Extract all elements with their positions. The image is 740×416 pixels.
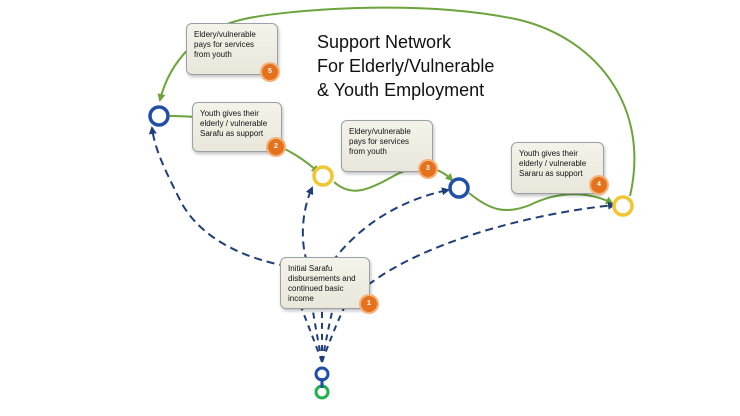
step-3-badge: 3 [420, 161, 436, 177]
step-3-box: Eldery/vulnerable pays for services from… [341, 120, 436, 177]
step-3-line-3: from youth [349, 147, 387, 156]
step-5-badge: 5 [262, 64, 278, 80]
support-arrow-step-4 [468, 192, 614, 212]
step-3-line-2: pays for services [349, 137, 410, 146]
step-3-line-1: Eldery/vulnerable [349, 127, 411, 136]
step-4-box: Youth gives their elderly / vulnerable S… [511, 142, 607, 194]
youth-node-1 [312, 165, 334, 187]
step-2-box: Youth gives their elderly / vulnerable S… [192, 102, 284, 155]
step-1-badge: 1 [361, 296, 377, 312]
step-5-box: Eldery/vulnerable pays for services from… [186, 23, 278, 80]
youth-node-2 [612, 195, 634, 217]
disbursement-arrow-to-elderly-2 [331, 187, 450, 263]
step-2-line-1: Youth gives their [200, 109, 259, 118]
title-line-2: For Elderly/Vulnerable [317, 56, 495, 76]
step-4-line-2: elderly / vulnerable [519, 159, 587, 168]
step-2-line-2: elderly / vulnerable [200, 119, 268, 128]
diagram-title: Support Network For Elderly/Vulnerable &… [317, 30, 577, 102]
step-5-line-1: Eldery/vulnerable [194, 30, 256, 39]
step-1-line-4: income [288, 294, 314, 303]
support-arrow-step-3 [333, 166, 454, 192]
step-1-line-2: disbursements and [288, 274, 356, 283]
step-4-line-3: Sararu as support [519, 169, 583, 178]
title-line-1: Support Network [317, 32, 452, 52]
elderly-node-2 [448, 177, 470, 199]
step-1-line-3: continued basic [288, 284, 344, 293]
step-4-line-1: Youth gives their [519, 149, 578, 158]
step-5-line-3: from youth [194, 50, 232, 59]
step-1-box: Initial Sarafu disbursements and continu… [280, 257, 377, 312]
step-4-badge: 4 [591, 177, 607, 193]
step-2-line-3: Sarafu as support [200, 129, 264, 138]
step-5-line-2: pays for services [194, 40, 255, 49]
source-fan-lines [299, 303, 347, 363]
elderly-node-1 [148, 105, 170, 127]
step-2-badge: 2 [268, 139, 284, 155]
title-line-3: & Youth Employment [317, 80, 485, 100]
disbursement-arrow-to-youth-1 [301, 186, 314, 263]
disbursement-arrow-to-youth-2 [367, 201, 616, 286]
disbursement-arrow-to-elderly-1 [148, 126, 301, 269]
chain-link-icon [314, 366, 330, 400]
step-1-line-1: Initial Sarafu [288, 264, 333, 273]
